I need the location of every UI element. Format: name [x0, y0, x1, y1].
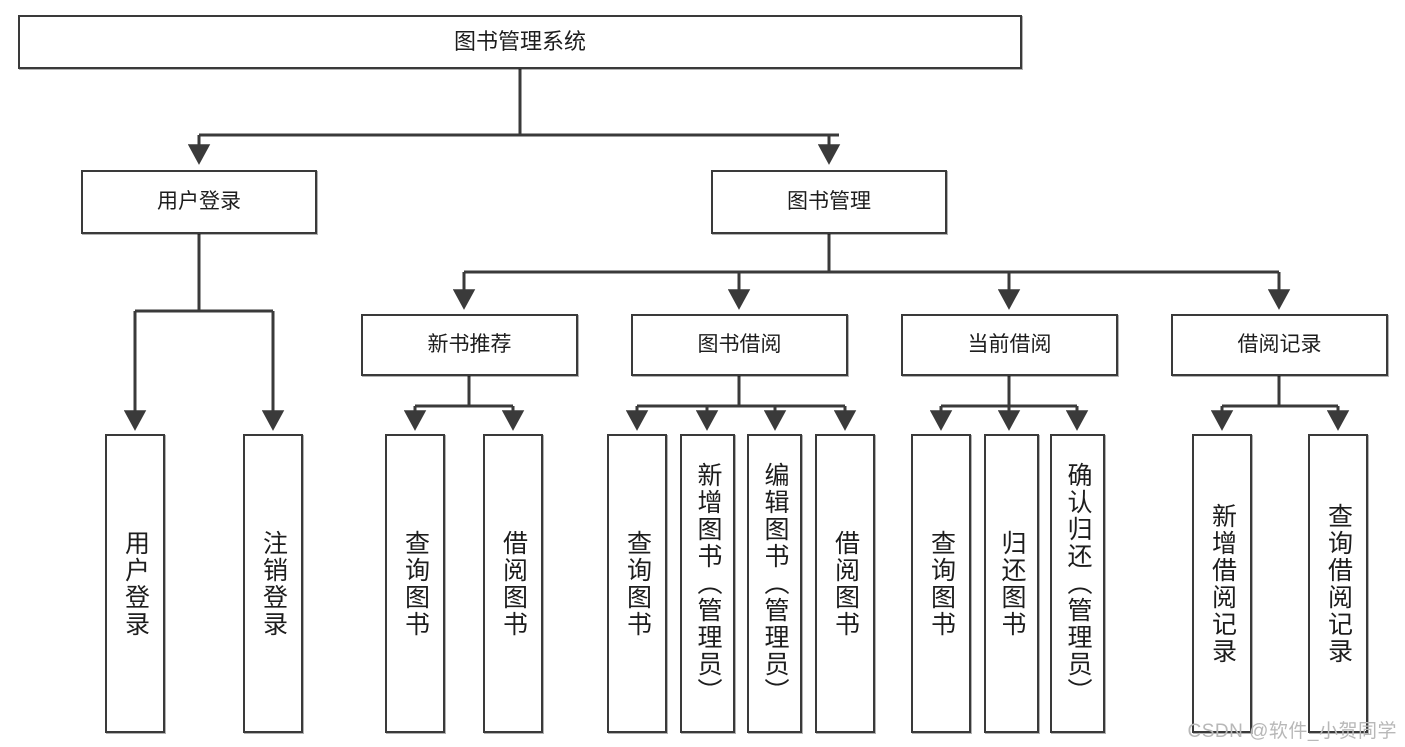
- leaf-current-return-book[interactable]: 归还图书: [984, 434, 1039, 733]
- leaf-borrow-edit-book[interactable]: 编辑图书（管理员）: [747, 434, 802, 733]
- leaf-borrow-query-book[interactable]: 查询图书: [607, 434, 667, 733]
- node-label: 查询图书: [401, 529, 430, 638]
- node-label: 新增图书（管理员）: [694, 462, 722, 705]
- node-label: 查询借阅记录: [1324, 502, 1353, 665]
- node-label: 归还图书: [998, 529, 1026, 638]
- node-label: 新增借阅记录: [1208, 502, 1237, 665]
- leaf-user-login-logout[interactable]: 注销登录: [243, 434, 303, 733]
- leaf-borrow-add-book[interactable]: 新增图书（管理员）: [680, 434, 735, 733]
- node-label: 借阅图书: [499, 529, 528, 638]
- leaf-recommend-query-book[interactable]: 查询图书: [385, 434, 445, 733]
- node-label: 借阅记录: [1237, 332, 1322, 356]
- node-book-borrow[interactable]: 图书借阅: [631, 314, 848, 376]
- node-label: 借阅图书: [831, 529, 860, 638]
- leaf-user-login-login[interactable]: 用户登录: [105, 434, 165, 733]
- leaf-recommend-borrow-book[interactable]: 借阅图书: [483, 434, 543, 733]
- node-label: 注销登录: [259, 529, 288, 638]
- node-label: 编辑图书（管理员）: [761, 462, 789, 705]
- node-label: 查询图书: [623, 529, 652, 638]
- leaf-current-confirm-return[interactable]: 确认归还（管理员）: [1050, 434, 1105, 733]
- node-label: 用户登录: [157, 189, 241, 213]
- node-label: 确认归还（管理员）: [1064, 462, 1092, 705]
- node-new-book-recommend[interactable]: 新书推荐: [361, 314, 578, 376]
- node-book-management[interactable]: 图书管理: [711, 170, 947, 234]
- node-label: 图书管理系统: [453, 29, 586, 55]
- node-root-system[interactable]: 图书管理系统: [18, 15, 1022, 69]
- node-label: 查询图书: [927, 529, 956, 638]
- node-label: 新书推荐: [427, 332, 512, 356]
- node-label: 图书借阅: [697, 332, 782, 356]
- node-user-login[interactable]: 用户登录: [81, 170, 317, 234]
- node-label: 用户登录: [121, 529, 150, 638]
- node-label: 图书管理: [787, 189, 871, 213]
- node-borrow-record[interactable]: 借阅记录: [1171, 314, 1388, 376]
- node-current-borrow[interactable]: 当前借阅: [901, 314, 1118, 376]
- leaf-current-query-book[interactable]: 查询图书: [911, 434, 971, 733]
- node-label: 当前借阅: [967, 332, 1052, 356]
- watermark: CSDN @软件_小贺同学: [1187, 721, 1397, 742]
- leaf-borrow-borrow-book[interactable]: 借阅图书: [815, 434, 875, 733]
- leaf-record-add-record[interactable]: 新增借阅记录: [1192, 434, 1252, 733]
- leaf-record-query-record[interactable]: 查询借阅记录: [1308, 434, 1368, 733]
